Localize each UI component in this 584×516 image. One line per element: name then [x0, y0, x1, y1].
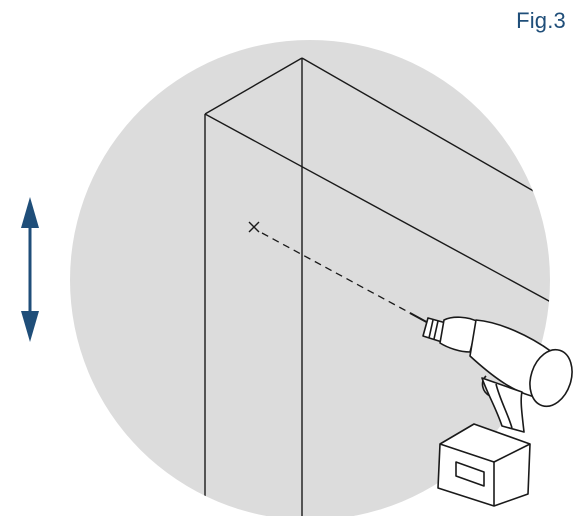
- cordless-drill-icon: [409, 312, 573, 507]
- top-edge-left: [204, 57, 303, 115]
- cross-mark-icon: [248, 221, 260, 233]
- zoom-circle: [70, 40, 550, 516]
- front-top-edge: [204, 113, 550, 321]
- double-vertical-arrow-icon: [21, 197, 39, 342]
- figure-label: Fig.3: [516, 8, 566, 33]
- drill-path-dashed: [261, 232, 413, 315]
